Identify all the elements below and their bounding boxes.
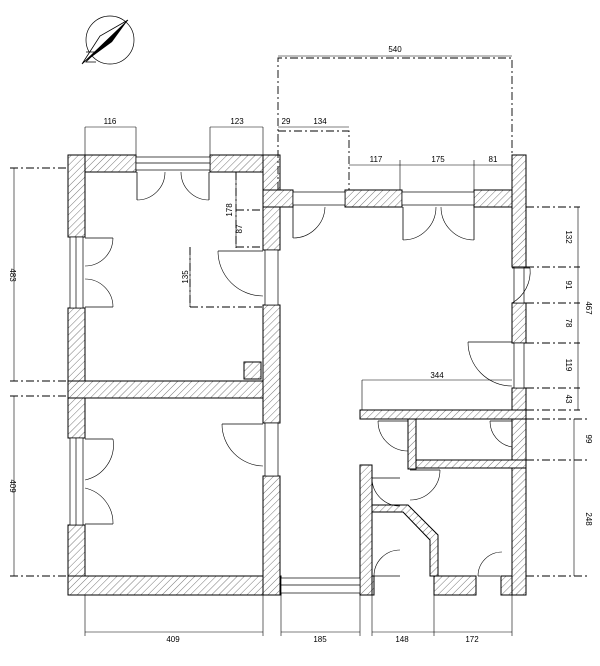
dim-inner-178: 178 bbox=[225, 203, 234, 217]
dim-top-left-window-right: 123 bbox=[230, 117, 244, 126]
projection-lines bbox=[10, 57, 590, 577]
dim-bottom-172: 172 bbox=[465, 635, 479, 644]
dim-bottom-185: 185 bbox=[313, 635, 327, 644]
dim-right-248: 248 bbox=[584, 512, 593, 526]
dim-right-99: 99 bbox=[584, 435, 593, 444]
dim-left-upper: 483 bbox=[8, 268, 17, 282]
dimension-labels: 540 116 123 29 134 117 175 81 483 409 17… bbox=[8, 45, 593, 644]
dim-bottom-409: 409 bbox=[166, 635, 180, 644]
dim-right-43: 43 bbox=[564, 395, 573, 404]
dim-right-119: 119 bbox=[564, 359, 573, 372]
walls bbox=[67, 154, 527, 596]
dim-right-78: 78 bbox=[564, 319, 573, 328]
dim-inner-87: 87 bbox=[235, 224, 244, 233]
dim-right-91: 91 bbox=[564, 281, 573, 290]
dim-left-lower: 409 bbox=[8, 479, 17, 493]
dim-top-overall: 540 bbox=[388, 45, 402, 54]
dim-right-132: 132 bbox=[564, 230, 573, 244]
dim-top-left-window-left: 116 bbox=[104, 117, 117, 126]
north-arrow-icon bbox=[81, 15, 135, 65]
dim-inner-135: 135 bbox=[181, 270, 190, 284]
dimension-lines bbox=[13, 55, 579, 636]
dim-bottom-148: 148 bbox=[395, 635, 409, 644]
dim-top-right-b: 175 bbox=[431, 155, 445, 164]
windows bbox=[69, 156, 525, 594]
dim-top-step-a: 29 bbox=[282, 117, 291, 126]
dim-top-right-a: 117 bbox=[370, 155, 383, 164]
dim-right-467: 467 bbox=[584, 301, 593, 315]
doors bbox=[84, 171, 531, 577]
dim-top-step-b: 134 bbox=[313, 117, 327, 126]
dim-inner-344: 344 bbox=[430, 371, 444, 380]
dim-top-right-c: 81 bbox=[489, 155, 498, 164]
